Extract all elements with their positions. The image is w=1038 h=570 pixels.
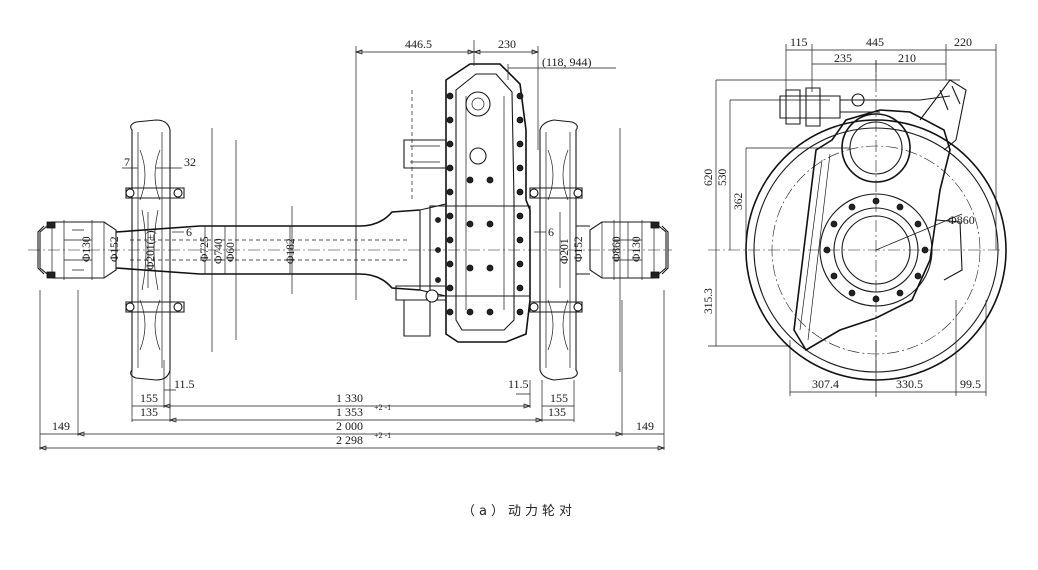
dim-230: 230	[498, 37, 516, 51]
dim-6-left: 6	[186, 225, 192, 239]
gearbox-arm	[793, 109, 951, 352]
dim-32: 32	[184, 155, 196, 169]
dia-60: Φ60	[225, 242, 237, 262]
side-left-dimensions: 620 530 362 315.3	[703, 79, 960, 347]
dia-725: Φ725	[199, 236, 211, 262]
dia-860: Φ860	[611, 236, 623, 262]
dim-155-right: 155	[550, 391, 568, 405]
dim-1353: 1 353	[336, 405, 363, 419]
gearbox	[395, 63, 531, 343]
dim-149-right: 149	[636, 419, 654, 433]
dim-315-3: 315.3	[703, 288, 715, 314]
dim-307-4: 307.4	[812, 377, 839, 391]
technical-drawing: 446.5 230 (118, 944) 7 32 6 6 Φ130 Φ152 …	[28, 35, 1007, 451]
dim-330-5: 330.5	[896, 377, 923, 391]
front-view: 446.5 230 (118, 944) 7 32 6 6 Φ130 Φ152 …	[28, 37, 672, 451]
front-diameter-dimensions: Φ130 Φ152 Φ201(±) Φ725 Φ740 Φ60 Φ182 Φ20…	[81, 128, 643, 372]
dim-2298: 2 298	[336, 433, 363, 447]
side-top-dimensions: 115 445 220 235 210	[785, 35, 997, 250]
dim-220: 220	[954, 35, 972, 49]
front-bottom-dimensions: 11.5 155 135 1 330 1 353 +2 -1 11.5 155 …	[38, 290, 666, 451]
dim-210: 210	[898, 51, 916, 65]
dia-201-left: Φ201(±)	[145, 230, 157, 270]
side-view: 115 445 220 235 210 620 530 362 315.3 Φ8…	[703, 35, 1007, 400]
dim-99-5: 99.5	[960, 377, 981, 391]
figure-caption: （a）动力轮对	[462, 504, 576, 519]
side-dia-860: Φ860	[948, 213, 975, 227]
dim-1330: 1 330	[336, 391, 363, 405]
dim-11-5-right: 11.5	[508, 377, 529, 391]
top-coupling	[779, 87, 951, 127]
dim-530: 530	[717, 169, 729, 187]
axle-body	[115, 209, 421, 291]
right-wheel	[529, 119, 583, 381]
left-axle-bearing	[37, 220, 117, 280]
dim-11-5-left: 11.5	[174, 377, 195, 391]
dim-155-left: 155	[140, 391, 158, 405]
gearbox-bolts	[435, 92, 524, 316]
dim-1353-tol: +2 -1	[374, 403, 391, 412]
hub-bolts	[823, 197, 929, 303]
dim-6-right: 6	[548, 225, 554, 239]
right-axle-bearing	[576, 220, 669, 280]
dim-118-944: (118, 944)	[542, 55, 592, 69]
dia-152-right: Φ152	[573, 236, 585, 262]
front-top-dimensions: 446.5 230 (118, 944)	[354, 37, 616, 300]
dim-7: 7	[124, 155, 130, 169]
dim-135-left: 135	[140, 405, 158, 419]
dim-445: 445	[866, 35, 884, 49]
dia-152-left: Φ152	[109, 236, 121, 262]
side-bottom-dimensions: 307.4 330.5 99.5	[789, 300, 987, 396]
dim-235: 235	[834, 51, 852, 65]
dim-2000: 2 000	[336, 419, 363, 433]
dia-740: Φ740	[213, 238, 225, 264]
dia-201-right: Φ201	[559, 238, 571, 264]
dia-130-left: Φ130	[81, 236, 93, 262]
dim-115: 115	[790, 35, 808, 49]
dim-2298-tol: +2 -1	[374, 431, 391, 440]
dim-620: 620	[703, 169, 715, 187]
dim-362: 362	[733, 193, 745, 211]
hub-bore-inner	[841, 215, 911, 285]
dia-860-leader	[875, 213, 963, 251]
dim-446-5: 446.5	[405, 37, 432, 51]
dim-135-right: 135	[548, 405, 566, 419]
hub-bore-outer	[833, 207, 919, 293]
dim-149-left: 149	[52, 419, 70, 433]
front-small-dimensions: 7 32 6 6	[122, 155, 554, 239]
dia-182: Φ182	[285, 238, 297, 264]
dia-130-right: Φ130	[631, 236, 643, 262]
